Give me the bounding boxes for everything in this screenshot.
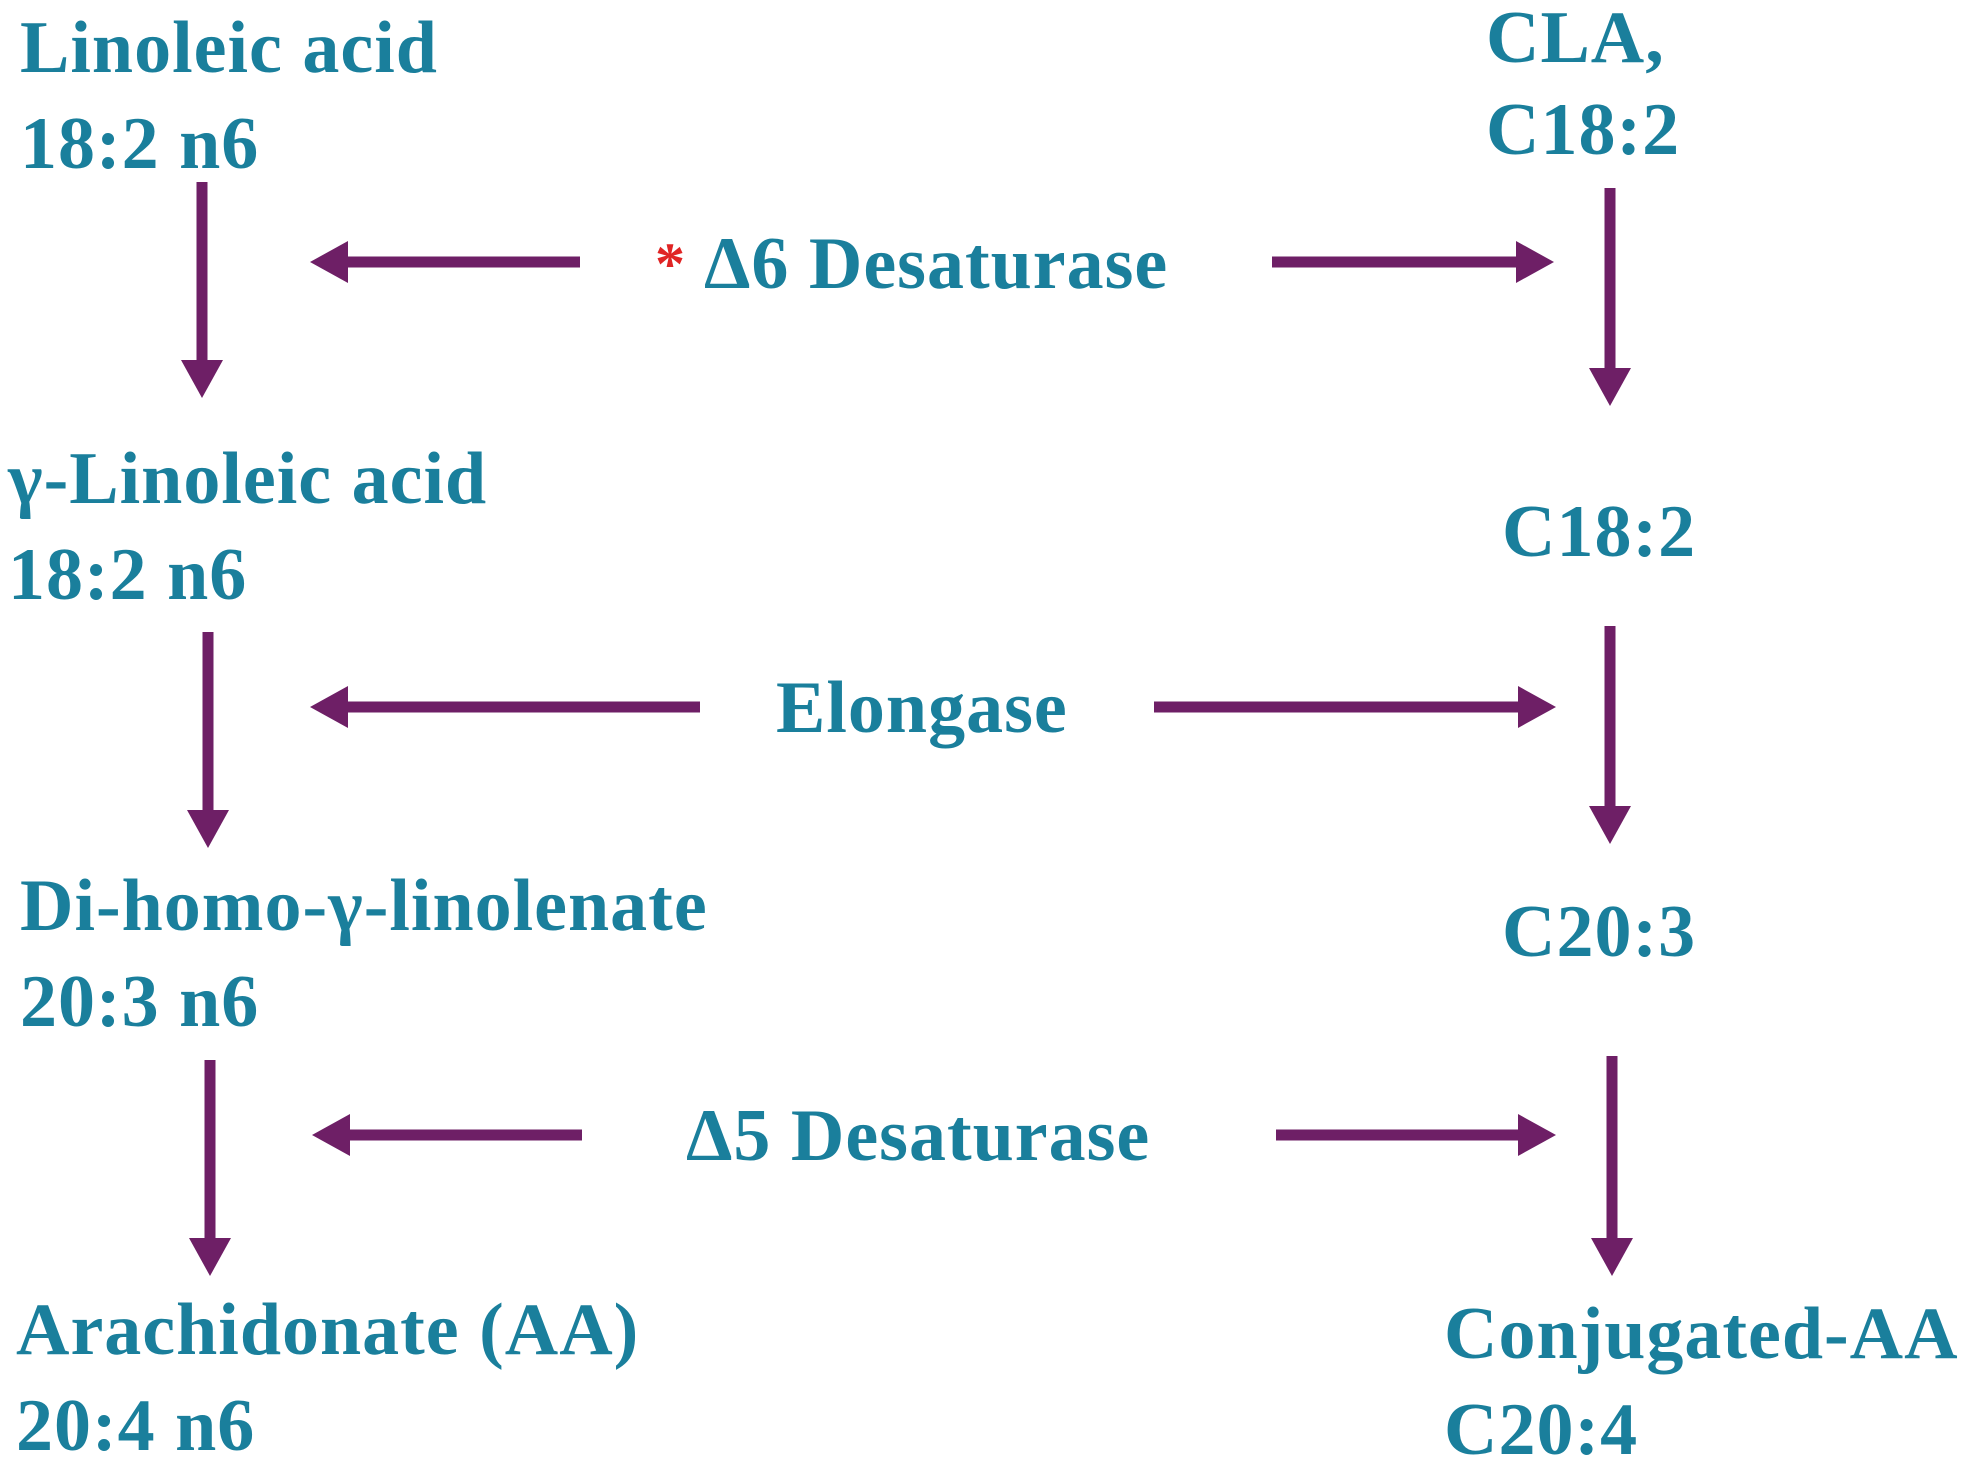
node-formula: C20:3 [1502,891,1697,973]
node-cla: CLA, C18:2 [1486,0,1680,176]
enzyme-delta5-desaturase: Δ5 Desaturase [686,1096,1150,1176]
node-name: Arachidonate (AA) [16,1289,640,1371]
arrow-head [312,1114,350,1156]
node-name: Linoleic acid [20,7,438,89]
arrow-head [187,810,229,848]
arrow-down-dihomo-to-aa [189,1060,231,1276]
node-formula: 18:2 n6 [8,534,248,616]
node-name: Di-homo-γ-linolenate [20,865,708,947]
arrow-down-c18-to-c20-3 [1589,626,1631,844]
node-dihomo-gamma-linolenate: Di-homo-γ-linolenate 20:3 n6 [20,858,708,1050]
node-name: Conjugated-AA [1444,1293,1959,1375]
arrow-head [1591,1238,1633,1276]
arrow-head [1589,368,1631,406]
enzyme-label: Δ6 Desaturase [704,223,1169,305]
node-arachidonate: Arachidonate (AA) 20:4 n6 [16,1282,639,1459]
node-formula: 18:2 n6 [20,103,260,185]
enzyme-label: Δ5 Desaturase [686,1095,1151,1177]
arrow-right-elongase [1154,686,1556,728]
node-gamma-linoleic-acid: γ-Linoleic acid 18:2 n6 [8,431,487,623]
arrow-head [189,1238,231,1276]
node-formula: 20:4 n6 [16,1385,256,1459]
node-name: γ-Linoleic acid [8,438,488,520]
arrow-down-c20-3-to-c20-4 [1591,1056,1633,1276]
arrow-down-cla-to-c18 [1589,188,1631,406]
arrow-down-linoleic-to-gamma [181,182,223,398]
arrow-head [1589,806,1631,844]
node-formula: C18:2 [1486,89,1681,171]
arrow-head [181,360,223,398]
arrow-head [1518,1114,1556,1156]
arrow-right-delta6 [1272,241,1554,283]
enzyme-elongase: Elongase [776,668,1068,748]
node-formula: 20:3 n6 [20,961,260,1043]
node-conjugated-aa: Conjugated-AA C20:4 [1444,1286,1959,1459]
node-name: CLA, [1486,0,1665,79]
node-linoleic-acid: Linoleic acid 18:2 n6 [20,0,438,192]
node-formula: C20:4 [1444,1389,1639,1459]
node-c20-3: C20:3 [1502,884,1696,980]
asterisk-marker: * [655,231,686,297]
node-formula: C18:2 [1502,491,1697,573]
arrow-left-delta6 [310,241,580,283]
arrow-head [1518,686,1556,728]
arrow-left-delta5 [312,1114,582,1156]
arrow-left-elongase [310,686,700,728]
arrow-head [310,241,348,283]
arrow-right-delta5 [1276,1114,1556,1156]
arrow-head [310,686,348,728]
arrow-head [1516,241,1554,283]
enzyme-label: Elongase [776,667,1068,749]
enzyme-delta6-desaturase: * Δ6 Desaturase [655,224,1168,304]
arrow-down-gamma-to-dihomo [187,632,229,848]
node-c18-2: C18:2 [1502,484,1696,580]
